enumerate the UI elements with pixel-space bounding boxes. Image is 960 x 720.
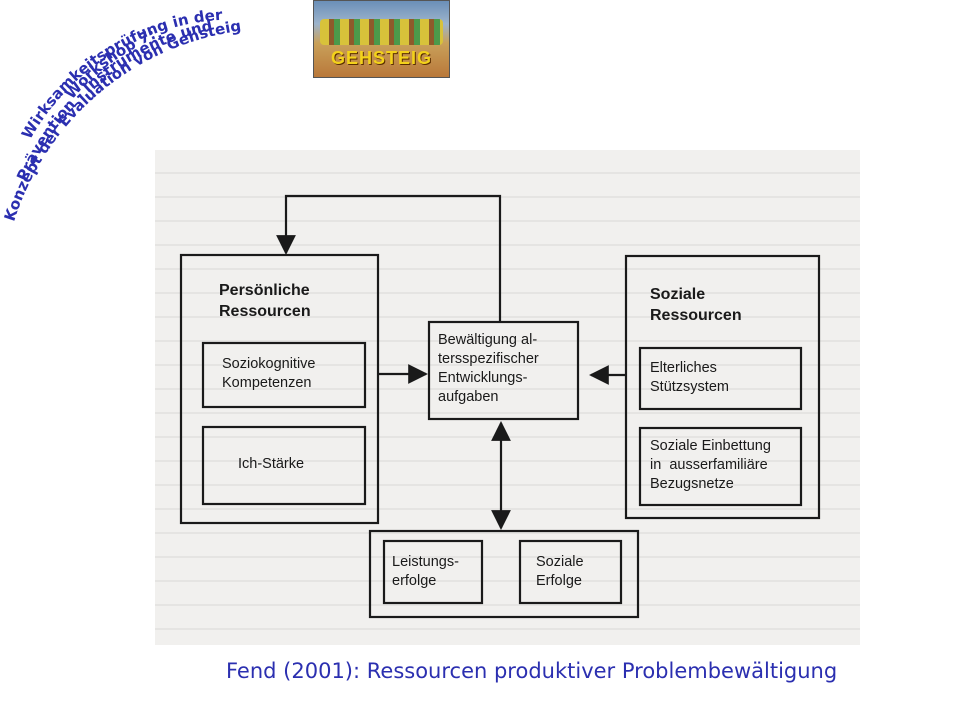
social-success-box	[518, 539, 623, 605]
achievement-label: Leistungs- erfolge	[392, 554, 459, 589]
personal-resources-box	[179, 253, 380, 525]
parental-support-box	[638, 346, 803, 411]
sociocognitive-label: Soziokognitive Kompetenzen	[222, 356, 316, 391]
center-label: Bewältigung al- tersspezifischer Entwick…	[438, 332, 539, 405]
social-resources-box	[624, 254, 821, 520]
logo-graffiti	[320, 19, 443, 45]
social-embedding-label: Soziale Einbettung in ausserfamiliäre Be…	[650, 438, 771, 492]
achievement-box	[382, 539, 484, 605]
scanned-page-background	[155, 150, 860, 645]
social-success-label: Soziale Erfolge	[536, 554, 584, 589]
ego-strength-box	[201, 425, 367, 506]
personal-resources-title: Persönliche Ressourcen	[219, 282, 311, 320]
center-box	[427, 320, 580, 421]
figure-caption: Fend (2001): Ressourcen produktiver Prob…	[226, 659, 838, 683]
social-resources-title: Soziale Ressourcen	[650, 286, 742, 324]
logo-text: GEHSTEIG	[330, 48, 432, 68]
feedback-arrow	[276, 194, 502, 322]
outcomes-box	[368, 529, 640, 619]
ego-strength-label: Ich-Stärke	[238, 456, 305, 472]
parental-support-label: Elterliches Stützsystem	[650, 360, 729, 395]
gehsteig-logo: GEHSTEIG	[313, 0, 450, 78]
sociocognitive-box	[201, 341, 367, 409]
social-embedding-box	[638, 426, 803, 507]
